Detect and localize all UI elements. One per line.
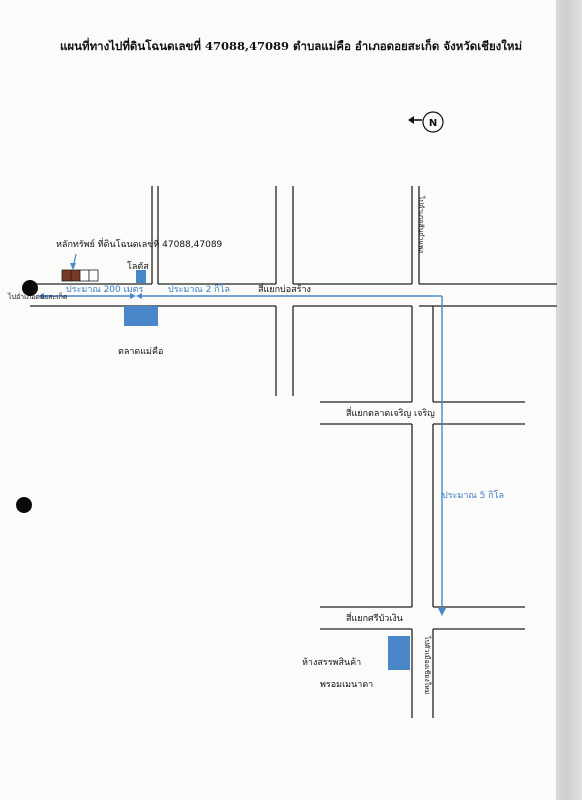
distance-5km-label: ประมาณ 5 กิโล — [442, 490, 504, 501]
route-lines — [38, 293, 446, 616]
main-road — [30, 283, 557, 307]
north-arrow-head — [408, 116, 414, 124]
property-label: หลักทรัพย์ ที่ดินโฉนดเลขที่ 47088,47089 — [56, 237, 223, 250]
mall-label-line1: ห้างสรรพสินค้า — [302, 657, 361, 668]
lotus-label: โลตัส — [127, 261, 149, 272]
lotus-building — [136, 270, 146, 283]
paper-edge — [556, 0, 582, 800]
distance-200m-label: ประมาณ 200 เมตร — [66, 285, 143, 295]
property-pointer-head — [70, 263, 76, 270]
mall-building — [388, 636, 410, 670]
to-doi-saket-label: ไปอำเภอดอยสะเก็ด — [7, 292, 67, 301]
map-title: แผนที่ทางไปที่ดินโฉนดเลขที่ 47088,47089 … — [60, 39, 523, 53]
start-point-dot — [22, 280, 38, 296]
property-plots — [61, 269, 99, 282]
side-roads-north — [151, 186, 420, 284]
sri-bua-ngoen-junction-label: สี่แยกศรีบัวเงิน — [346, 611, 403, 624]
to-chiang-mai-label: ไปตัวเมืองเชียงใหม่ — [423, 635, 432, 694]
to-san-kamphaeng-label: ไปอำเภอสันกำแพง — [417, 195, 426, 253]
sri-bua-ngoen-junction-roads — [320, 606, 525, 718]
north-arrow: N — [408, 111, 444, 133]
north-label: N — [429, 118, 437, 129]
map-sheet — [0, 0, 558, 800]
mall-label-line2: พรอมเมนาดา — [320, 680, 373, 690]
market-label: ตลาดแม่คือ — [118, 346, 163, 357]
side-roads-south — [275, 306, 434, 402]
bo-sang-junction-label: สี่แยกบ่อสร้าง — [258, 282, 311, 295]
distance-2km-label: ประมาณ 2 กิโล — [168, 284, 230, 295]
binder-hole — [16, 497, 32, 513]
charoen-junction-label: สี่แยกตลาดเจริญ เจริญ — [346, 406, 435, 419]
charoen-junction-roads — [320, 401, 525, 607]
market-building — [124, 306, 158, 326]
north-circle — [422, 111, 444, 133]
